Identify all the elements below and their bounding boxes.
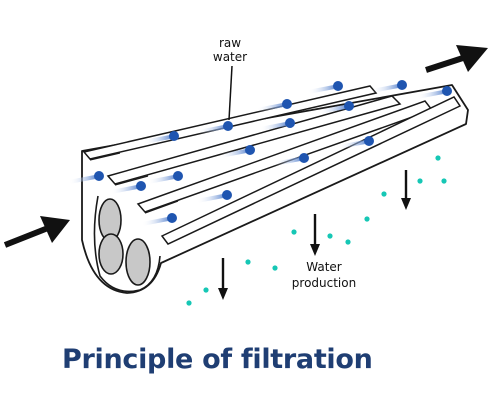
- water-drop: [186, 300, 192, 306]
- water-production-label-line2: production: [291, 276, 357, 290]
- particle-trail: [272, 157, 302, 166]
- raw-water-particles: [67, 80, 452, 226]
- raw-water-particle: [222, 190, 232, 200]
- water-drop: [441, 178, 447, 184]
- ridge-line: [144, 200, 179, 214]
- raw-water-particle: [245, 145, 255, 155]
- water-drop: [327, 233, 333, 239]
- inlet-arrow: [3, 216, 70, 248]
- particle-trail: [317, 105, 347, 114]
- particle-trail: [415, 90, 445, 99]
- diagram-title: Principle of filtration: [62, 344, 373, 375]
- particle-trail: [142, 135, 172, 144]
- raw-water-particle: [442, 86, 452, 96]
- particle-trail: [218, 149, 248, 158]
- raw-water-particle: [333, 81, 343, 91]
- water-drop: [435, 155, 441, 161]
- down-arrow: [310, 214, 320, 256]
- raw-water-label-line1: raw: [218, 36, 242, 50]
- particle-trail: [258, 122, 288, 131]
- raw-water-particle: [397, 80, 407, 90]
- permeate-streaks: [188, 138, 445, 299]
- water-drops: [186, 155, 447, 306]
- raw-water-particle: [223, 121, 233, 131]
- channel-2: [106, 95, 402, 185]
- down-arrow: [401, 170, 411, 210]
- raw-water-particle: [167, 213, 177, 223]
- raw-water-particle: [285, 118, 295, 128]
- water-drop: [272, 265, 278, 271]
- raw-water-particle: [173, 171, 183, 181]
- water-drop: [245, 259, 251, 265]
- bore-right: [125, 238, 151, 286]
- ridge-line: [89, 152, 121, 161]
- raw-water-particle: [299, 153, 309, 163]
- down-arrow: [218, 258, 228, 300]
- particle-trail: [140, 217, 170, 226]
- particle-trail: [109, 185, 139, 194]
- ridge-line: [114, 175, 149, 186]
- water-drop: [417, 178, 423, 184]
- raw-water-particle: [282, 99, 292, 109]
- water-drop: [291, 229, 297, 235]
- particle-trail: [146, 175, 176, 184]
- particle-trail: [196, 125, 226, 134]
- raw-water-particle: [344, 101, 354, 111]
- raw-water-leader: [228, 65, 233, 121]
- raw-water-particle: [94, 171, 104, 181]
- particle-trail: [67, 175, 97, 184]
- tube-end-face: [93, 195, 161, 293]
- particle-trail: [370, 84, 400, 93]
- end-face-rim: [93, 195, 161, 293]
- raw-water-particle: [364, 136, 374, 146]
- outlet-arrow: [425, 45, 488, 73]
- raw-water-particle: [169, 131, 179, 141]
- bore-left: [98, 233, 124, 275]
- raw-water-particle: [136, 181, 146, 191]
- raw-water-label-line2: water: [212, 50, 248, 64]
- particle-trail: [306, 85, 336, 94]
- particle-trail: [255, 103, 285, 112]
- water-drop: [364, 216, 370, 222]
- water-drop: [345, 239, 351, 245]
- particle-trail: [195, 194, 225, 203]
- particle-trail: [337, 140, 367, 149]
- water-production-label-line1: Water: [306, 260, 342, 274]
- water-drop: [203, 287, 209, 293]
- water-drop: [381, 191, 387, 197]
